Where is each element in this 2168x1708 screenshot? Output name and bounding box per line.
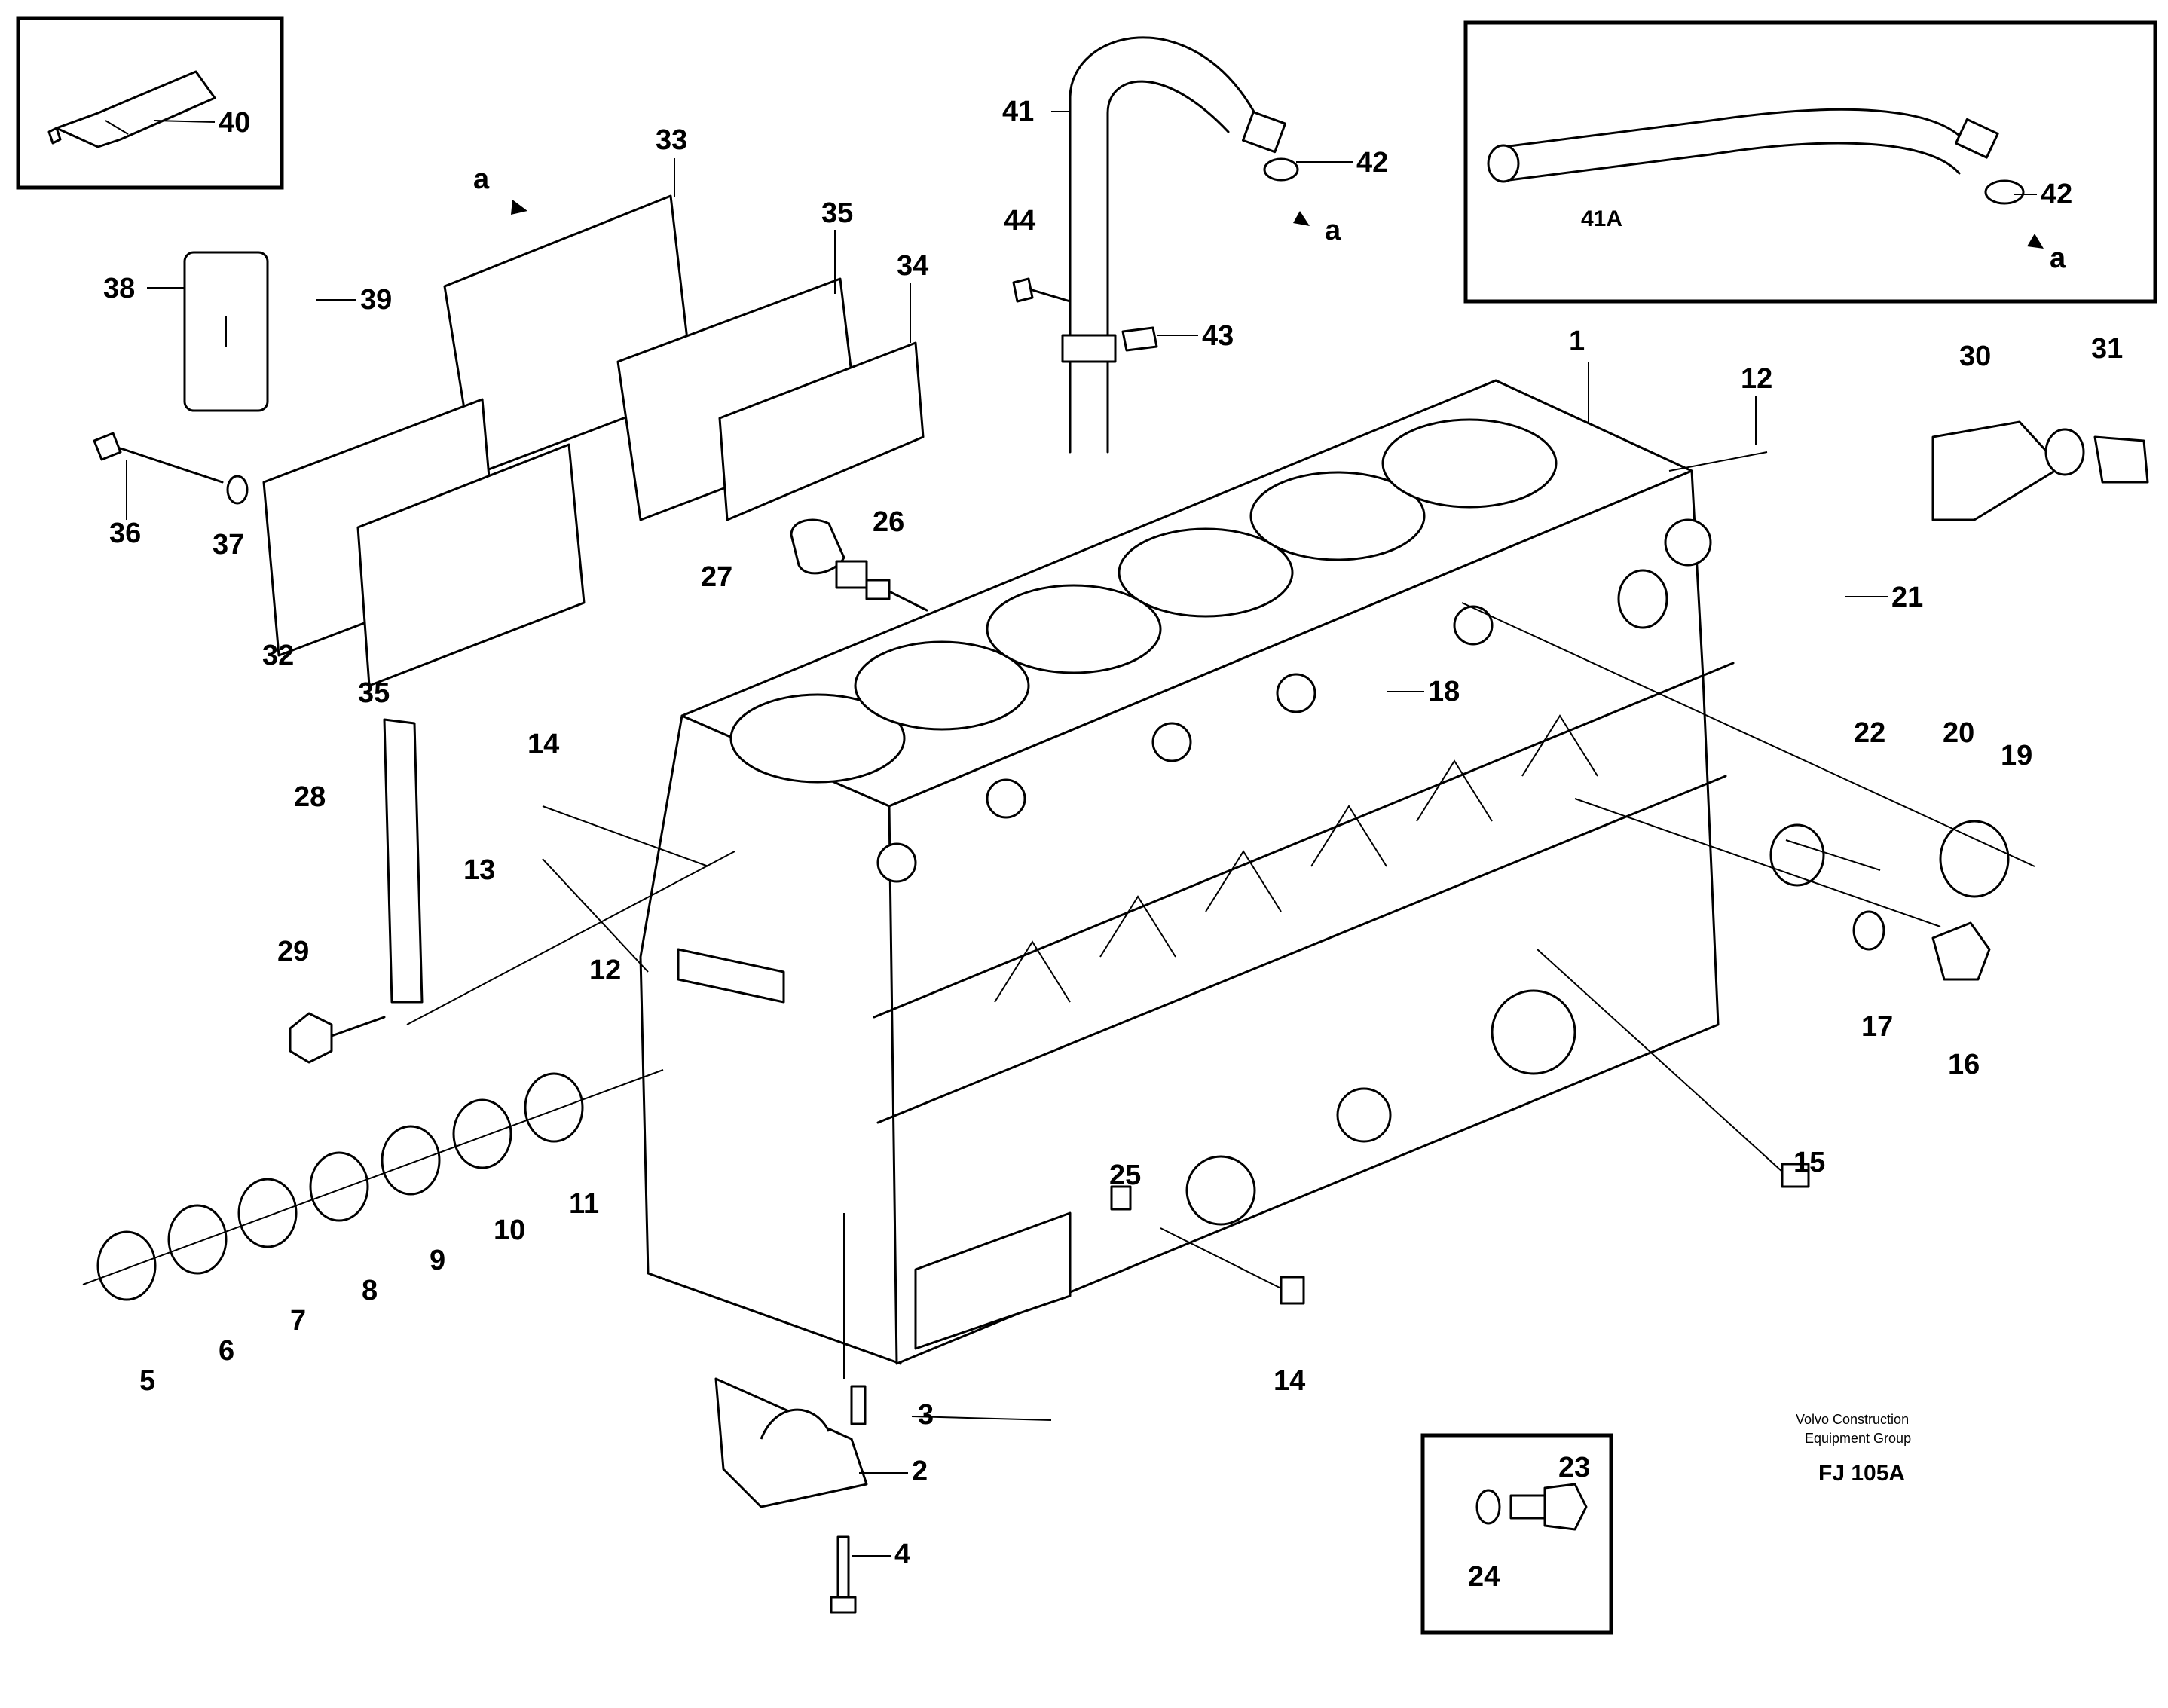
callout-29: 29 [277,936,309,967]
callout-13: 13 [463,854,495,886]
callout-20: 20 [1943,717,1974,749]
callout-41: 41 [1002,96,1034,127]
callout-35-top: 35 [821,197,853,229]
callout-9: 9 [430,1245,445,1276]
callout-18: 18 [1428,676,1460,707]
cylinder-bores [729,418,1558,784]
callout-14-bottom: 14 [1274,1365,1305,1397]
callout-22: 22 [1854,717,1885,749]
ref-a-inset: a [2050,243,2066,274]
callout-42-inset: 42 [2041,179,2072,210]
callout-28: 28 [294,781,326,813]
callout-19: 19 [2001,740,2032,772]
callout-36: 36 [109,518,141,549]
callout-31: 31 [2091,333,2123,365]
callout-2: 2 [912,1456,928,1487]
callout-40: 40 [219,107,250,139]
callout-41a: 41A [1581,206,1622,231]
callout-5: 5 [139,1365,155,1397]
drain-plug [1475,1483,1588,1531]
callout-7: 7 [290,1305,306,1337]
ref-a-pipe: a [1325,215,1341,246]
callout-16: 16 [1948,1049,1980,1080]
callout-11: 11 [569,1188,599,1220]
callout-leaders [126,111,2037,1557]
callout-12-top: 12 [1741,363,1772,395]
callout-10: 10 [494,1215,525,1246]
inset-drain-plug-box [1420,1433,1613,1635]
callout-25: 25 [1109,1160,1141,1191]
callout-4: 4 [894,1538,910,1570]
footer-block: Volvo Construction Equipment Group FJ 10… [1796,1412,1911,1486]
callout-38: 38 [103,273,135,304]
callout-30: 30 [1959,341,1991,372]
callout-34: 34 [897,250,928,282]
callout-21: 21 [1891,582,1923,613]
callout-43: 43 [1202,320,1234,352]
ref-a-cover: a [473,163,490,195]
callout-33: 33 [656,124,687,156]
callout-14-top: 14 [527,729,559,760]
sealant-tube [47,70,216,148]
callout-27: 27 [701,561,732,593]
company-line-2: Equipment Group [1805,1431,1911,1446]
bracket-30-31 [1110,420,2149,1305]
oil-pipe-41 [1012,36,1299,454]
callout-44: 44 [1004,205,1035,237]
callout-42-main: 42 [1356,147,1388,179]
callout-12-left: 12 [589,955,621,986]
callout-3: 3 [918,1399,934,1431]
sensor-26-27 [790,518,928,612]
inset-sealant-box [16,16,284,190]
drawing-code: FJ 105A [1818,1461,1905,1486]
callout-39: 39 [360,284,392,316]
reference-markers: a a a [473,163,2066,274]
callout-17: 17 [1861,1011,1893,1043]
inset-pipe-variant-box [1463,20,2157,304]
callout-23: 23 [1558,1452,1590,1483]
callout-1: 1 [1569,325,1585,357]
pipe-41a [1487,108,2025,205]
bolt-36 [93,432,249,505]
bracket-28 [289,718,424,1064]
callout-24: 24 [1468,1561,1500,1593]
callout-8: 8 [362,1275,378,1306]
company-line-1: Volvo Construction [1796,1412,1909,1427]
bearing-shells [82,1069,664,1301]
leader-lines [406,451,2035,1289]
inspection-covers [183,194,925,687]
callout-labels: 40 33 35 34 38 39 36 37 32 35 41 42 44 4… [103,96,2123,1593]
callout-26: 26 [873,506,904,538]
callout-35-bottom: 35 [358,677,390,709]
engine-block [639,379,1735,1365]
main-bearing-cap [714,1213,868,1614]
callout-6: 6 [219,1335,234,1367]
block-ribs [994,714,1598,1003]
callout-37: 37 [213,529,244,561]
callout-32: 32 [262,640,294,671]
callout-15: 15 [1793,1147,1825,1178]
